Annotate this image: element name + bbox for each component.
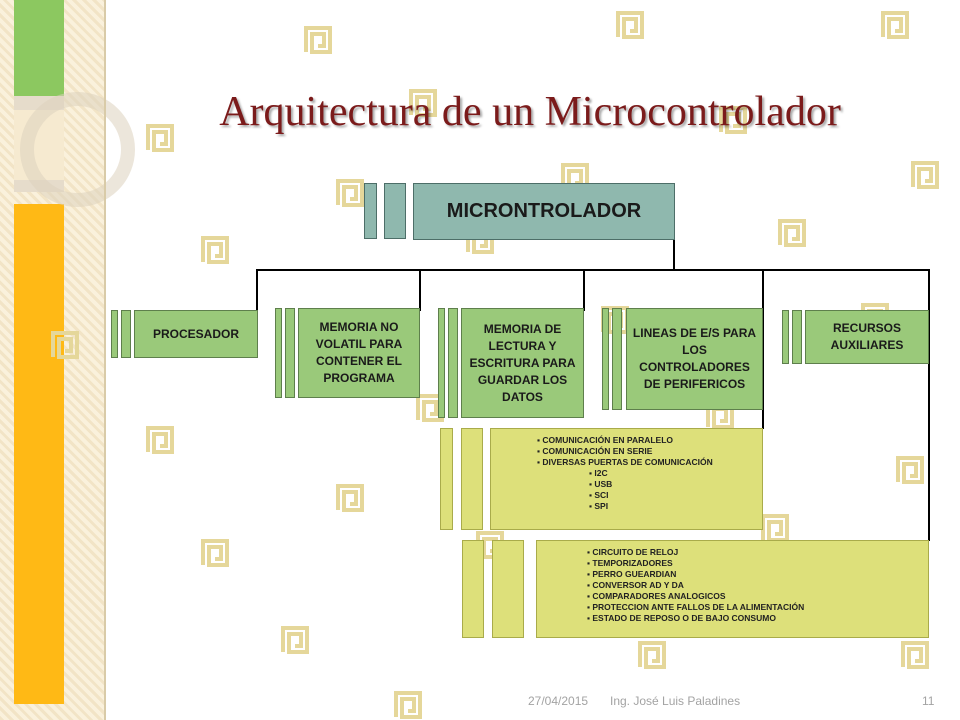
greek-key-icon: [880, 10, 910, 40]
connector-line: [762, 269, 764, 429]
node-tab: [384, 183, 406, 239]
processor-node: PROCESADOR: [134, 310, 258, 358]
node-tab: [792, 310, 802, 364]
greek-key-icon: [200, 235, 230, 265]
greek-key-icon: [900, 640, 930, 670]
io-sublist-item: I2C: [589, 468, 762, 479]
greek-key-icon: [408, 88, 438, 118]
aux-list-item: CIRCUITO DE RELOJ: [587, 547, 928, 558]
io-list-item: COMUNICACIÓN EN SERIE: [537, 446, 762, 457]
node-tab: [462, 540, 484, 638]
aux-list-item: COMPARADORES ANALOGICOS: [587, 591, 928, 602]
left-yellow-strip: [14, 204, 64, 704]
left-green-strip: [14, 0, 64, 96]
node-tab: [438, 308, 445, 418]
greek-key-icon: [777, 218, 807, 248]
greek-key-icon: [637, 640, 667, 670]
footer-author: Ing. José Luis Paladines: [610, 694, 741, 708]
greek-key-icon: [200, 538, 230, 568]
io-detail-box: COMUNICACIÓN EN PARALELO COMUNICACIÓN EN…: [490, 428, 763, 530]
greek-key-icon: [910, 160, 940, 190]
node-tab: [602, 308, 609, 410]
io-list-item: COMUNICACIÓN EN PARALELO: [537, 435, 762, 446]
connector-line: [583, 269, 585, 311]
greek-key-icon: [303, 25, 333, 55]
io-lines-node: LINEAS DE E/S PARA LOS CONTROLADORES DE …: [626, 308, 763, 410]
greek-key-icon: [760, 513, 790, 543]
io-sublist-item: SCI: [589, 490, 762, 501]
io-sublist-item: USB: [589, 479, 762, 490]
slide-title: Arquitectura de un Microcontrolador: [219, 89, 841, 135]
greek-key-icon: [415, 393, 445, 423]
aux-list-item: TEMPORIZADORES: [587, 558, 928, 569]
greek-key-icon: [280, 625, 310, 655]
greek-key-icon: [145, 123, 175, 153]
node-tab: [612, 308, 622, 410]
aux-detail-box: CIRCUITO DE RELOJ TEMPORIZADORES PERRO G…: [536, 540, 929, 638]
connector-line: [928, 269, 930, 541]
left-band-edge: [104, 0, 106, 720]
footer-date: 27/04/2015: [528, 694, 589, 708]
node-tab: [440, 428, 453, 530]
microcontroller-node: MICRONTROLADOR: [413, 183, 675, 240]
io-sublist-item: SPI: [589, 501, 762, 512]
node-tab: [492, 540, 524, 638]
node-tab: [448, 308, 458, 418]
circle-decoration: [20, 92, 135, 207]
greek-key-icon: [615, 10, 645, 40]
aux-list-item: CONVERSOR AD Y DA: [587, 580, 928, 591]
connector-line: [256, 269, 930, 271]
node-tab: [364, 183, 377, 239]
greek-key-icon: [145, 425, 175, 455]
node-tab: [461, 428, 483, 530]
node-tab: [285, 308, 295, 398]
program-memory-node: MEMORIA NO VOLATIL PARA CONTENER EL PROG…: [298, 308, 420, 398]
connector-line: [673, 240, 675, 270]
aux-list-item: PROTECCION ANTE FALLOS DE LA ALIMENTACIÓ…: [587, 602, 928, 613]
connector-line: [256, 269, 258, 311]
node-tab: [111, 310, 118, 358]
node-tab: [121, 310, 131, 358]
greek-key-icon: [895, 455, 925, 485]
data-memory-node: MEMORIA DE LECTURA Y ESCRITURA PARA GUAR…: [461, 308, 584, 418]
greek-key-icon: [335, 178, 365, 208]
greek-key-icon: [393, 690, 423, 720]
connector-line: [419, 269, 421, 311]
greek-key-icon: [718, 105, 748, 135]
node-tab: [275, 308, 282, 398]
greek-key-icon: [50, 330, 80, 360]
aux-list-item: PERRO GUEARDIAN: [587, 569, 928, 580]
footer-page-number: 11: [922, 694, 935, 708]
node-tab: [782, 310, 789, 364]
greek-key-icon: [335, 483, 365, 513]
io-list-item: DIVERSAS PUERTAS DE COMUNICACIÓN: [537, 457, 762, 468]
aux-list-item: ESTADO DE REPOSO O DE BAJO CONSUMO: [587, 613, 928, 624]
auxiliary-resources-node: RECURSOS AUXILIARES: [805, 310, 929, 364]
